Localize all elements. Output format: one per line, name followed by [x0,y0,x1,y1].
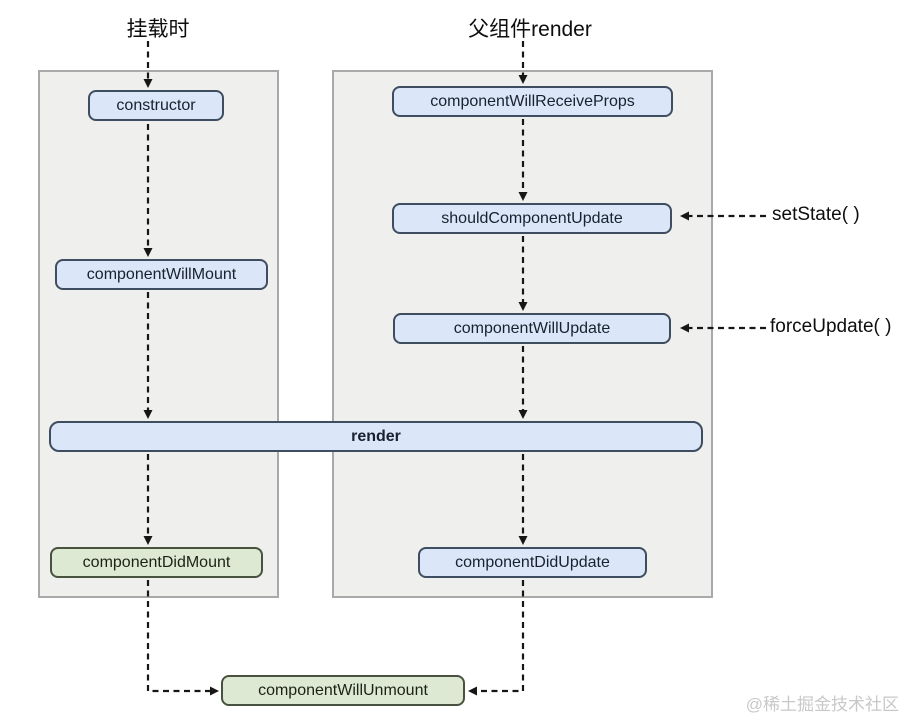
forceupdate-label: forceUpdate( ) [770,316,892,337]
node-component-will-update: componentWillUpdate [393,313,671,344]
node-component-will-unmount: componentWillUnmount [221,675,465,706]
parent-render-label: 父组件render [468,18,592,41]
mount-phase-panel [38,70,279,598]
node-component-will-receive-props: componentWillReceiveProps [392,86,673,117]
mounting-label: 挂载时 [126,18,190,41]
node-constructor: constructor [88,90,224,121]
node-component-did-update: componentDidUpdate [418,547,647,578]
node-component-will-mount: componentWillMount [55,259,268,290]
node-should-component-update: shouldComponentUpdate [392,203,672,234]
setstate-label: setState( ) [772,204,860,225]
node-component-did-mount: componentDidMount [50,547,263,578]
watermark: @稀土掘金技术社区 [745,695,899,714]
node-render: render [49,421,703,452]
